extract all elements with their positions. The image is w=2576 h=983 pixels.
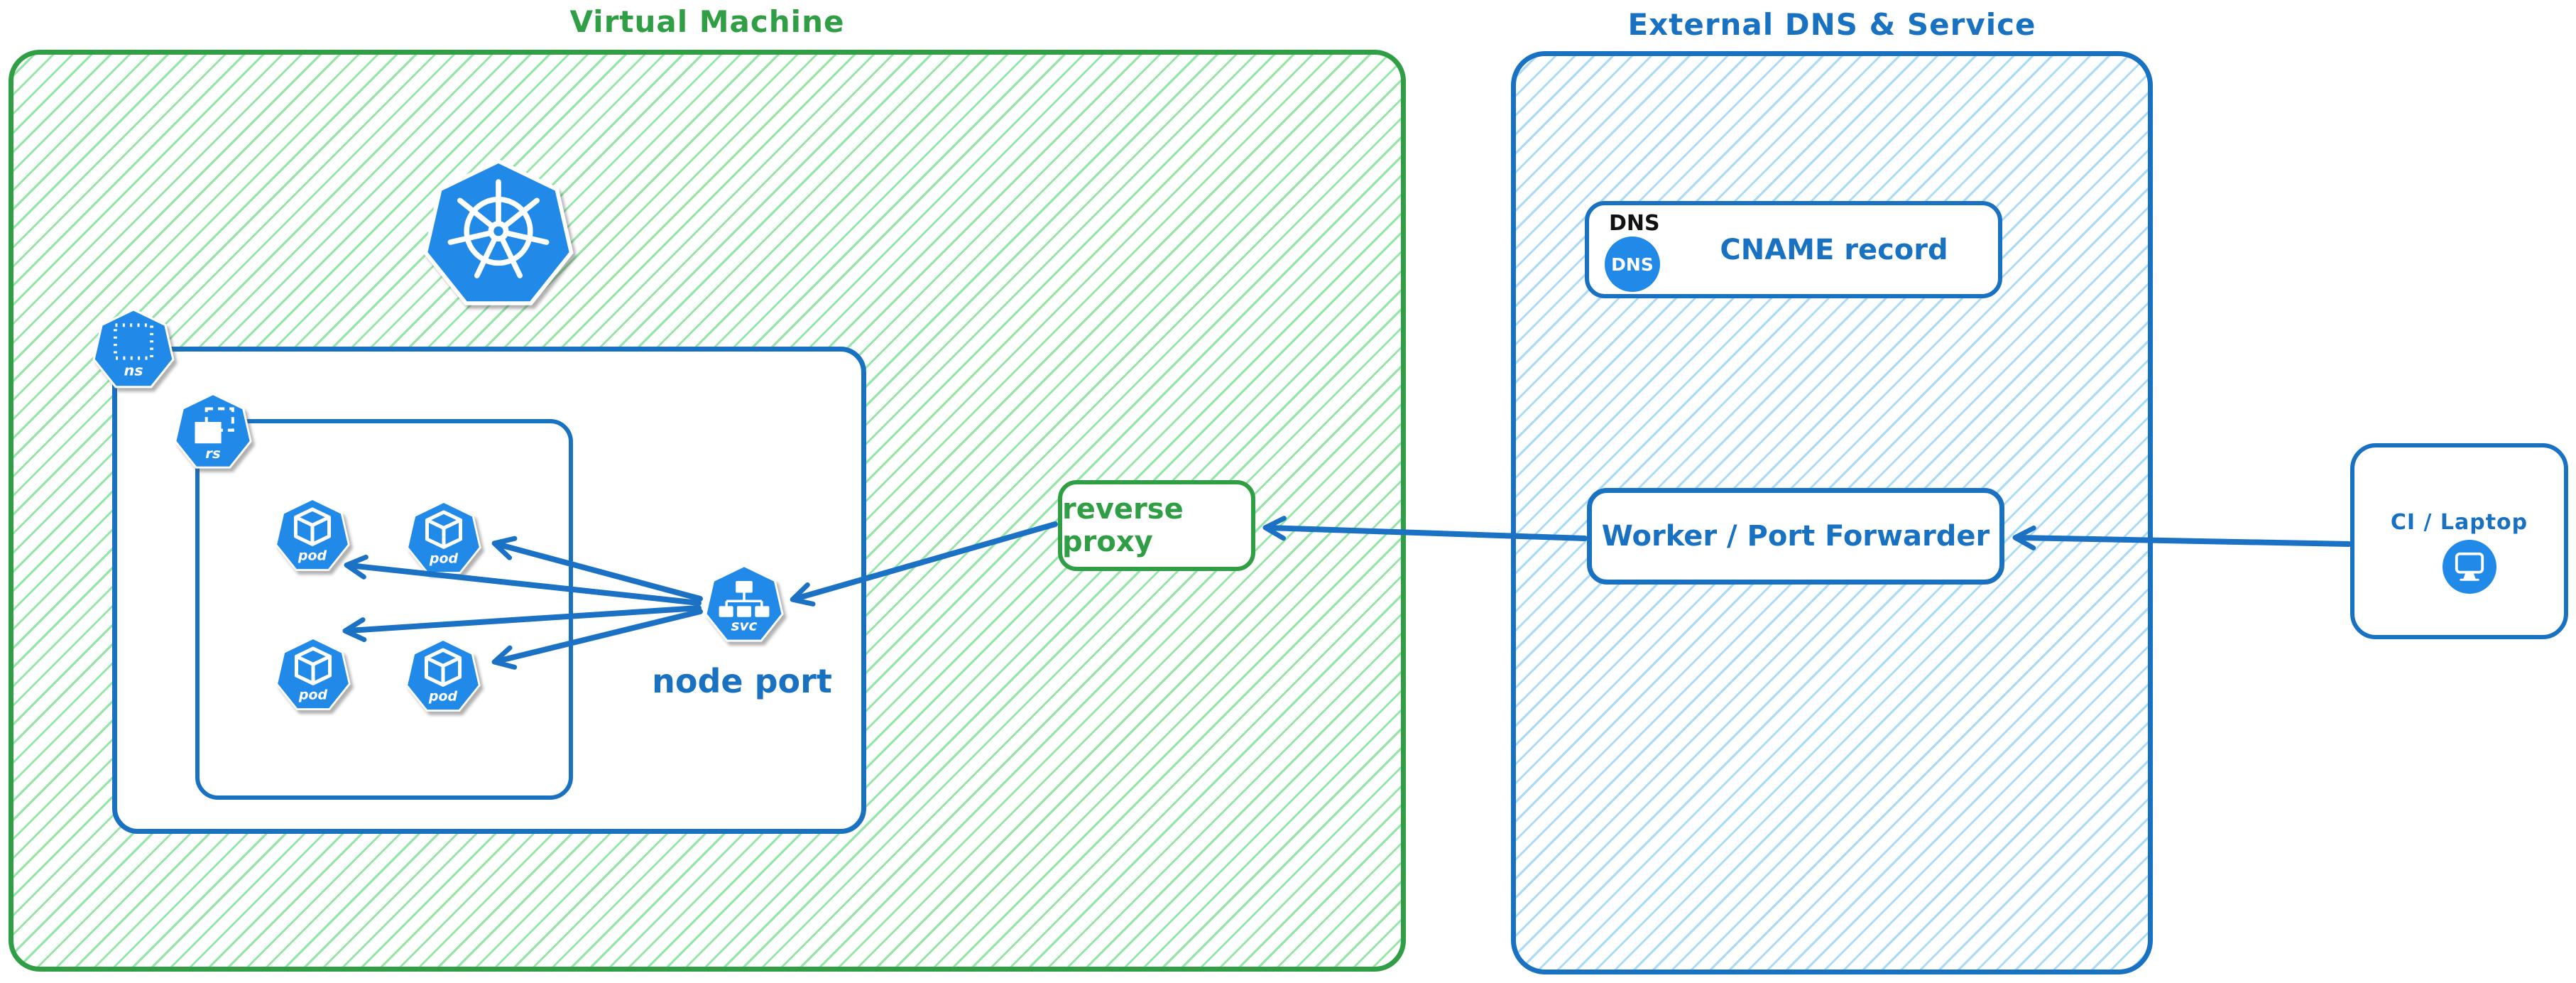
service-icon: svc bbox=[702, 563, 786, 646]
pod-icon-label: pod bbox=[298, 688, 328, 703]
virtual-machine-title: Virtual Machine bbox=[569, 4, 845, 39]
cname-record-label: CNAME record bbox=[1720, 233, 1948, 266]
pod-icon-label: pod bbox=[429, 551, 459, 567]
namespace-icon-label: ns bbox=[124, 362, 143, 379]
kubernetes-logo-icon bbox=[419, 155, 578, 314]
ci-laptop-label: CI / Laptop bbox=[2390, 510, 2528, 535]
pod-icon-label: pod bbox=[428, 689, 458, 705]
pod-icon-4: pod bbox=[403, 636, 483, 716]
external-dns-title: External DNS & Service bbox=[1627, 7, 2036, 42]
pod-icon-3: pod bbox=[273, 635, 353, 715]
namespace-icon: ns bbox=[90, 306, 177, 393]
replicaset-icon: rs bbox=[172, 391, 254, 473]
worker-port-forwarder-label: Worker / Port Forwarder bbox=[1601, 520, 1990, 553]
service-icon-label: svc bbox=[731, 617, 758, 634]
pod-icon-1: pod bbox=[273, 496, 352, 575]
reverse-proxy-label: reverse proxy bbox=[1062, 493, 1184, 558]
pod-icon-label: pod bbox=[298, 548, 327, 564]
reverse-proxy-box: reverse proxy bbox=[1058, 480, 1255, 571]
replicaset-icon-label: rs bbox=[205, 445, 221, 462]
dns-record-box: DNS DNS CNAME record bbox=[1585, 201, 2002, 298]
node-port-label: node port bbox=[652, 662, 832, 700]
laptop-icon bbox=[2443, 540, 2496, 594]
replicaset-box bbox=[195, 419, 573, 800]
dns-heading: DNS bbox=[1609, 211, 1660, 236]
dns-badge-icon: DNS bbox=[1605, 237, 1660, 292]
pod-icon-2: pod bbox=[404, 499, 484, 578]
worker-port-forwarder-box: Worker / Port Forwarder bbox=[1587, 488, 2004, 585]
ci-laptop-box: CI / Laptop bbox=[2350, 443, 2568, 639]
